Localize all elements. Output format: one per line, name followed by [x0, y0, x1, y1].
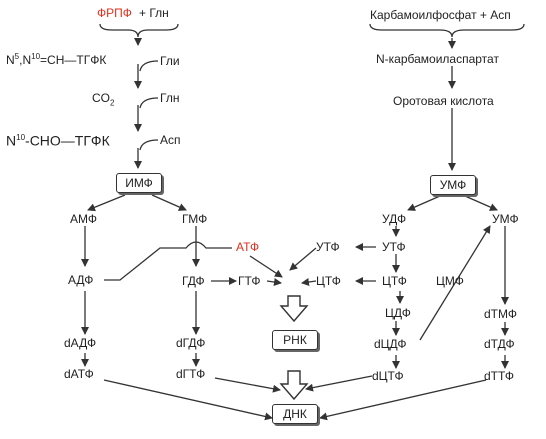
udf-label: УДФ [382, 212, 407, 226]
ctp-right-label: ЦТФ [382, 274, 407, 288]
ctp-mid-label: ЦТФ [316, 274, 341, 288]
datf-label: dАТФ [64, 367, 94, 381]
asp-label: Асп [160, 133, 181, 147]
cmf-label: ЦМФ [436, 274, 464, 288]
gly-label: Гли [160, 54, 180, 68]
dctf-label: dЦТФ [372, 369, 404, 383]
gdf-label: ГДФ [182, 274, 205, 288]
gtf-label: ГТФ [238, 274, 261, 288]
frpf-label: ФРПФ [97, 6, 132, 20]
dtmf-label: dТМФ [484, 307, 517, 321]
carbamoyl-phosphate-label: Карбамоилфосфат + Асп [370, 8, 511, 22]
gln-input-label: + Глн [139, 6, 169, 20]
n5n10-methylene-thf: N5,N10=CH—ТГФК [6, 52, 107, 67]
co2-label: CO2 [92, 91, 115, 108]
dnk-box: ДНК [272, 404, 318, 424]
amf-label: АМФ [70, 212, 97, 226]
atp-label: АТФ [236, 240, 260, 254]
imf-box: ИМФ [116, 173, 162, 193]
utp-mid-label: УТФ [316, 240, 340, 254]
orotic-acid-label: Оротовая кислота [393, 94, 494, 108]
dcdf-label: dЦДФ [374, 337, 407, 351]
dgtf-label: dГТФ [176, 367, 206, 381]
umf-label: УМФ [492, 212, 519, 226]
rnk-box: РНК [272, 330, 318, 350]
utp-right-label: УТФ [382, 240, 406, 254]
n10-formyl-thf: N10-CHO—ТГФК [6, 132, 110, 149]
umf-box: УМФ [430, 175, 476, 195]
adf-label: АДФ [68, 273, 94, 287]
dttf-label: dТТФ [484, 369, 515, 383]
dgdf-label: dГДФ [176, 336, 206, 350]
dtdf-label: dТДФ [484, 337, 515, 351]
cdf-label: ЦДФ [385, 306, 411, 320]
dadf-label: dАДФ [64, 336, 97, 350]
gln-label: Глн [160, 91, 180, 105]
gmf-label: ГМФ [182, 212, 208, 226]
n-carbamoyl-aspartate-label: N-карбамоиласпартат [376, 52, 499, 66]
